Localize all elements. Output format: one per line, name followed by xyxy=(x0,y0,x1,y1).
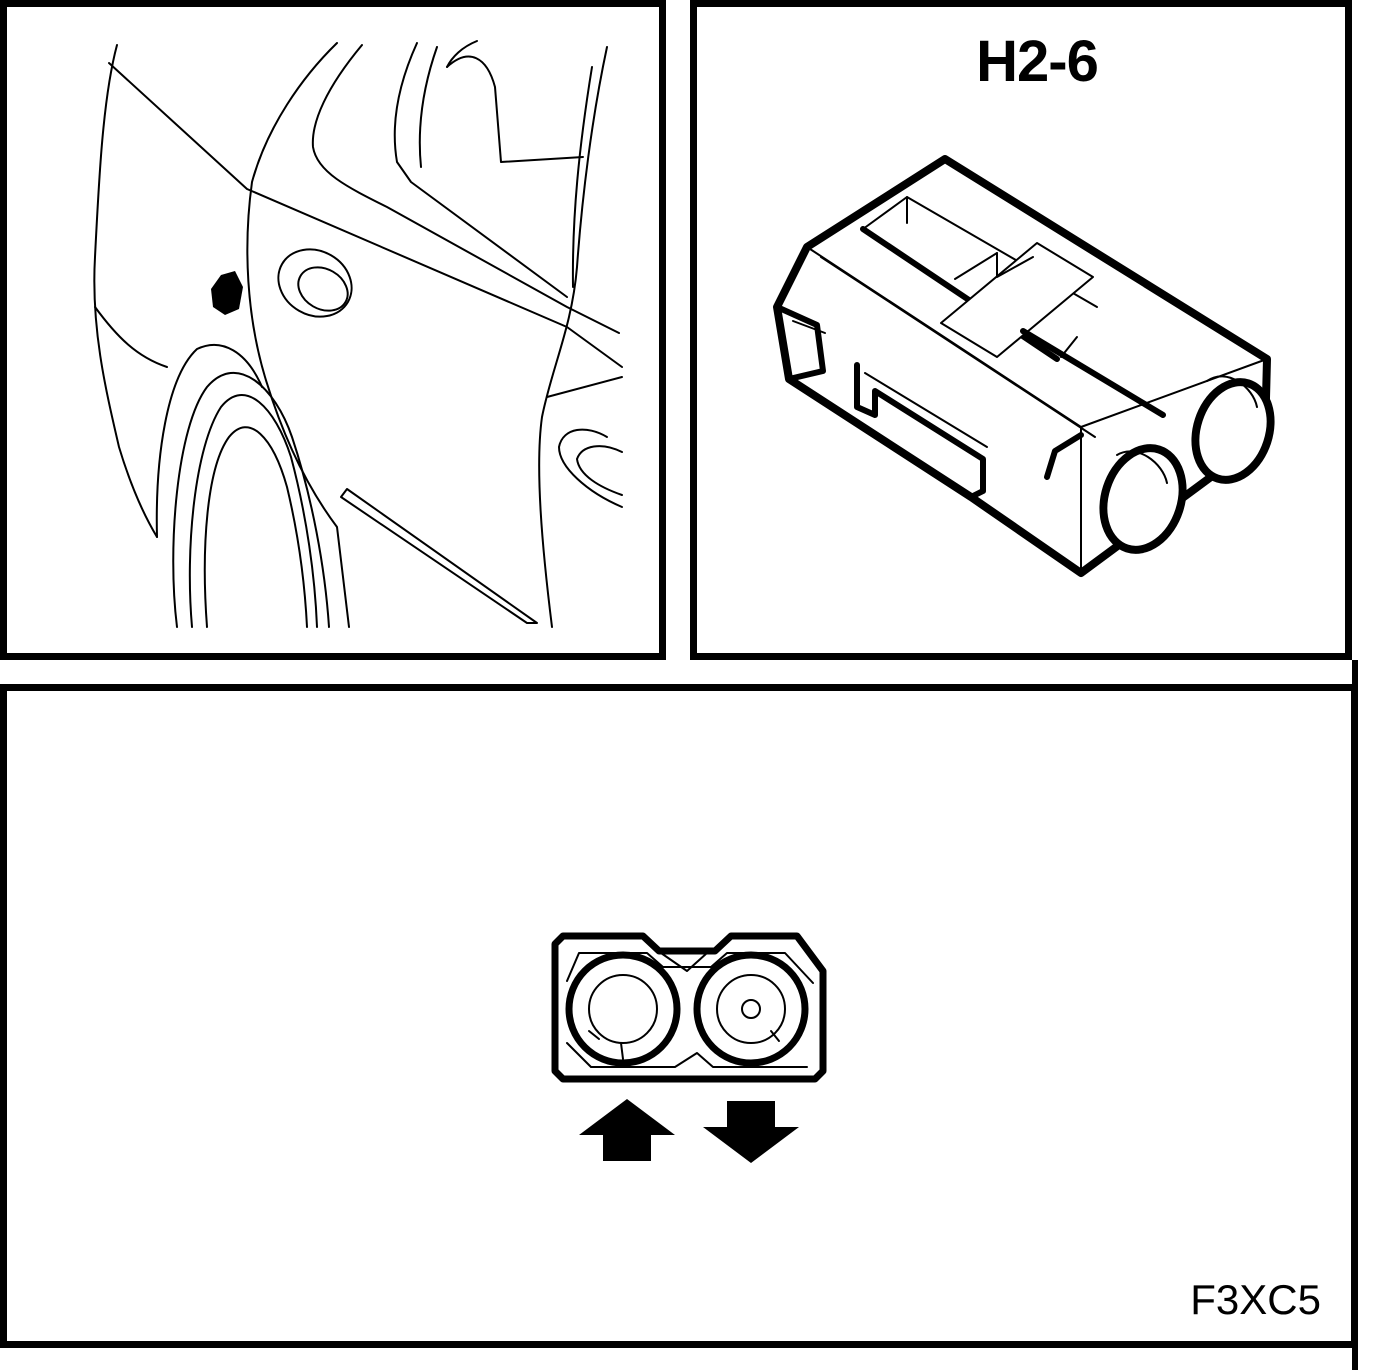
figure-code: F3XC5 xyxy=(1190,1276,1321,1323)
frame-divider xyxy=(1352,1348,1358,1370)
arrow-up-icon xyxy=(579,1099,675,1161)
connector-face-panel: F3XC5 xyxy=(0,684,1358,1348)
vehicle-location-panel xyxy=(0,0,666,660)
arrow-down-icon xyxy=(703,1101,799,1163)
connector-housing-drawing xyxy=(773,155,1275,577)
connector-harness-panel: H2-6 xyxy=(690,0,1352,660)
connector-label: H2-6 xyxy=(976,29,1099,94)
connector-face-drawing xyxy=(551,932,827,1083)
frame-divider xyxy=(1352,660,1358,684)
vehicle-body-drawing xyxy=(93,40,623,628)
connector-location-marker xyxy=(211,271,243,315)
